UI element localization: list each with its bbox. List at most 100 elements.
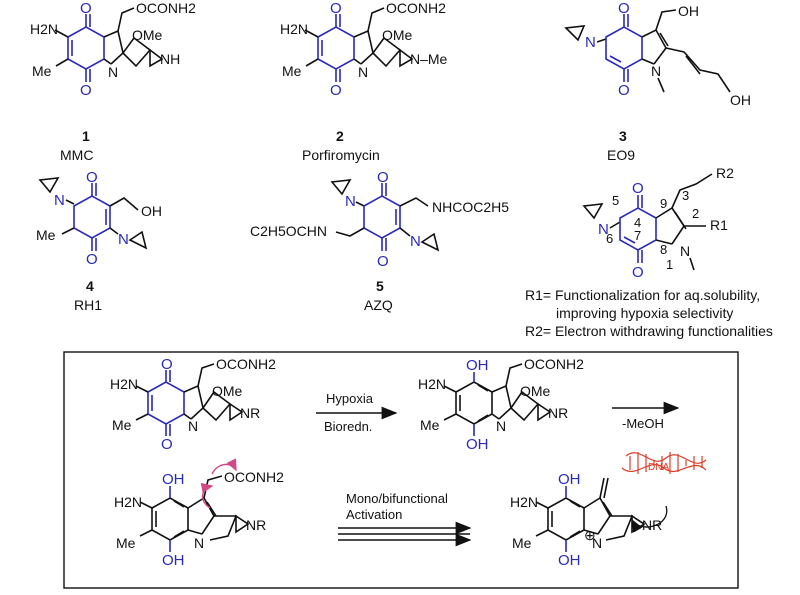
compound-number: 5	[376, 278, 384, 294]
amino-label: H2N	[418, 376, 446, 392]
nitrogen-label: N	[188, 418, 198, 434]
aziridine-nme-label: N–Me	[410, 51, 448, 67]
hydroxyl-label: OH	[558, 552, 581, 569]
nitrogen-label: N	[194, 535, 204, 551]
oxo-label: O	[377, 253, 389, 270]
compound-name: RH1	[74, 297, 102, 313]
compound-5-structure: N O O NHCOC2H5 C2H5OCHN N	[250, 169, 509, 270]
compound-name: EO9	[607, 147, 635, 163]
mechanism-electrophile: OH OH H2N Me N ⊕ NR	[510, 471, 668, 569]
oxo-label: O	[161, 436, 173, 453]
methyl-label: Me	[282, 63, 302, 79]
oxo-label: O	[330, 82, 342, 99]
aziridine-nr-label: NR	[246, 517, 266, 533]
nucleophile-arrow	[631, 505, 668, 533]
nitrogen-label: N	[592, 535, 602, 551]
amino-label: H2N	[280, 21, 308, 37]
methyl-label: Me	[36, 227, 56, 243]
dna-label: DNA	[648, 462, 669, 473]
step3-top-label: Mono/bifunctional	[346, 491, 448, 506]
compound-number: 1	[82, 128, 90, 144]
compound-4-structure: N O O Me OH N	[36, 169, 162, 268]
carbamate-label: OCONH2	[216, 356, 276, 372]
step2-label: -MeOH	[622, 416, 664, 431]
position-label: 5	[612, 193, 619, 208]
aziridine-nh-label: NH	[160, 51, 180, 67]
oxo-label: O	[618, 0, 630, 17]
indolequinone-scaffold: N O O N R2 R1 1 2 3 4 5 6 7 8 9	[582, 165, 734, 281]
r1-note-continued: improving hypoxia selectivity	[556, 305, 733, 321]
carbamate-label: OCONH2	[224, 469, 284, 485]
curved-arrow	[200, 482, 214, 509]
methoxy-label: OMe	[132, 27, 163, 43]
plus-charge: ⊕	[584, 527, 596, 543]
step3-bottom-label: Activation	[346, 507, 402, 522]
compound-number: 3	[619, 128, 627, 144]
nitrogen-label: N	[680, 243, 690, 259]
position-label: 6	[606, 231, 613, 246]
position-label: 4	[634, 215, 641, 230]
amino-label: H2N	[30, 21, 58, 37]
compound-name: MMC	[60, 147, 93, 163]
oxo-label: O	[632, 180, 644, 197]
hydroxyl-label: OH	[162, 552, 185, 569]
position-label: 8	[660, 242, 667, 257]
position-label: 7	[634, 228, 641, 243]
oxo-label: O	[80, 82, 92, 99]
r2-note: R2= Electron withdrawing functionalities	[525, 323, 773, 339]
carbamate-label: OCONH2	[386, 0, 446, 16]
position-label: 2	[692, 206, 699, 221]
hydroxyl-label: OH	[678, 3, 699, 19]
r1-label: R1	[710, 217, 728, 233]
amino-label: H2N	[114, 494, 142, 510]
methyl-label: Me	[112, 417, 132, 433]
hydroxyl-label: OH	[730, 92, 751, 108]
oxo-label: O	[86, 251, 98, 268]
azq-left-label: C2H5OCHN	[250, 223, 327, 239]
hydroxyl-label: OH	[162, 471, 185, 488]
compound-number: 4	[86, 278, 94, 294]
oxo-label: O	[632, 264, 644, 281]
nitrogen-label: N	[598, 221, 609, 238]
mechanism-box	[63, 351, 739, 589]
compound-number: 2	[336, 128, 344, 144]
r1-note: R1= Functionalization for aq.solubility,	[525, 287, 760, 303]
oxo-label: O	[330, 0, 342, 17]
methyl-label: Me	[32, 63, 52, 79]
aziridine-nr-label: NR	[548, 405, 568, 421]
compound-name: AZQ	[364, 297, 393, 313]
hydroxyl-label: OH	[466, 436, 489, 453]
hydroxyl-label: OH	[466, 357, 489, 374]
step1-bottom-label: Bioredn.	[324, 419, 372, 434]
amino-label: H2N	[110, 376, 138, 392]
oxo-label: O	[161, 356, 173, 373]
oxo-label: O	[377, 169, 389, 186]
methyl-label: Me	[420, 417, 440, 433]
methyl-label: Me	[512, 535, 532, 551]
nitrogen-label: N	[108, 64, 118, 80]
compound-3-structure: N O O N OH OH	[564, 0, 751, 108]
carbamate-label: OCONH2	[136, 0, 196, 16]
r2-label: R2	[716, 165, 734, 181]
mechanism-quinone: O O H2N Me N OCONH2 OMe NR	[110, 356, 276, 453]
compound-2-structure: O O H2N Me N OCONH2 OMe N–Me	[280, 0, 448, 99]
nitrogen-label: N	[585, 34, 596, 51]
nitrogen-label: N	[410, 233, 421, 250]
nitrogen-label: N	[651, 63, 661, 79]
methoxy-label: OMe	[382, 27, 413, 43]
mechanism-hydroquinone: OH OH H2N Me N OCONH2 OMe NR	[418, 356, 584, 453]
methyl-label: Me	[116, 535, 136, 551]
amino-label: H2N	[510, 494, 538, 510]
methoxy-label: OMe	[212, 383, 243, 399]
compound-name: Porfiromycin	[302, 147, 380, 163]
hydroxyl-label: OH	[141, 203, 162, 219]
carbamate-label: OCONH2	[524, 356, 584, 372]
position-label: 1	[666, 257, 673, 272]
hydroxyl-label: OH	[558, 471, 581, 488]
dna-helix-icon	[621, 452, 707, 474]
oxo-label: O	[618, 82, 630, 99]
position-label: 9	[660, 196, 667, 211]
nitrogen-label: N	[345, 193, 356, 210]
curved-arrow	[211, 458, 237, 475]
